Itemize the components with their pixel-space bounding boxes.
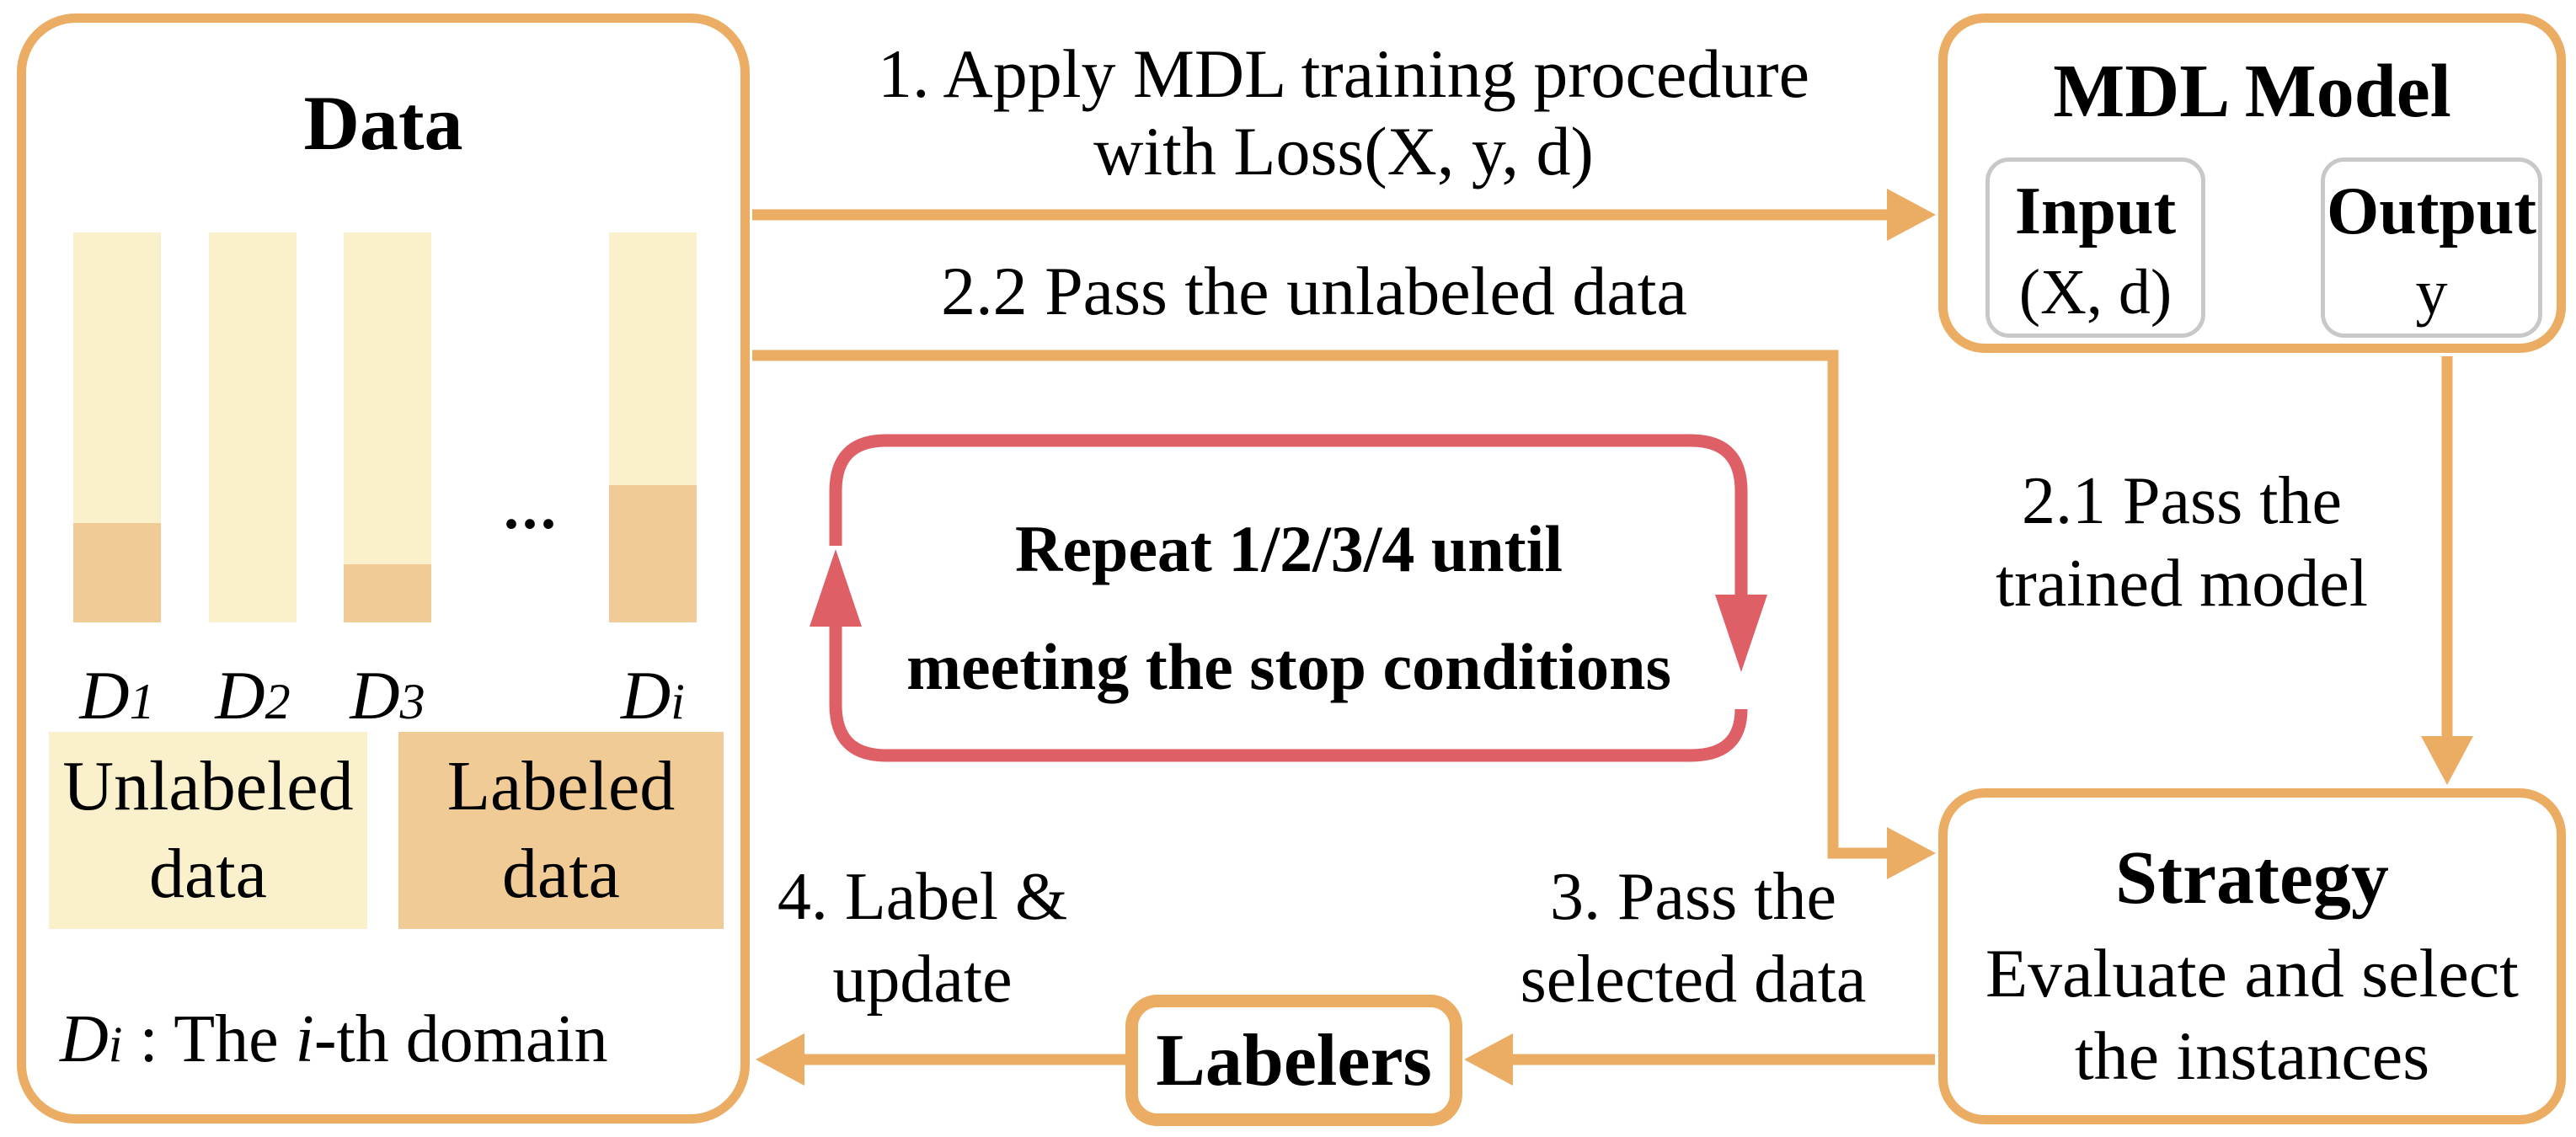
- mdl-model-box: MDL Model Input (X, d) Output y: [1938, 13, 2566, 353]
- loop-upper-path: [829, 434, 1748, 596]
- legend-labeled-line1: Labeled: [446, 747, 676, 825]
- legend-labeled-data: Labeled data: [398, 732, 724, 929]
- step21-line2: trained model: [1995, 547, 2369, 621]
- loop-text-line1: Repeat 1/2/3/4 until: [1014, 512, 1563, 585]
- step4-label: 4. Label & update: [775, 856, 1070, 1021]
- bar-label-d3-letter: D: [350, 657, 400, 734]
- bar-label-d3-index: 3: [399, 674, 425, 729]
- domain-bar-3: [344, 232, 431, 622]
- step22-label: 2.2 Pass the unlabeled data: [941, 253, 1687, 329]
- step1-label: 1. Apply MDL training procedure with Los…: [842, 35, 1845, 190]
- caption-tail-text: -th domain: [313, 1002, 608, 1076]
- arrowhead-step1: [1887, 189, 1936, 241]
- data-box-title: Data: [303, 80, 463, 166]
- arrow-step22-line: [752, 350, 1889, 859]
- loop-down-arrowhead: [1715, 595, 1767, 672]
- model-input-box: Input (X, d): [1985, 157, 2205, 338]
- strategy-description-line2: the instances: [2074, 1017, 2430, 1094]
- data-box: Data ... D1 D2 D3 Di Unlabeled data Labe…: [17, 13, 750, 1124]
- bar-label-di-letter: D: [621, 657, 671, 734]
- caption-i-italic: i: [295, 1002, 314, 1076]
- repeat-loop-text: Repeat 1/2/3/4 until meeting the stop co…: [868, 490, 1710, 726]
- arrowhead-step21: [2421, 736, 2473, 785]
- step1-line1: 1. Apply MDL training procedure: [878, 35, 1809, 112]
- labelers-box: Labelers: [1125, 995, 1462, 1126]
- orange-arrows: [752, 209, 2453, 1065]
- labelers-title: Labelers: [1156, 1019, 1432, 1102]
- arrowhead-step3: [1464, 1033, 1513, 1086]
- orange-arrowheads: [756, 189, 2473, 1086]
- model-output-box: Output y: [2321, 157, 2542, 338]
- output-label: Output: [2327, 174, 2536, 248]
- arrowhead-step22: [1887, 827, 1936, 879]
- step1-line2: with Loss(X, y, d): [1093, 113, 1594, 190]
- domain-bar-i: [609, 232, 697, 622]
- domain-bar-2: [209, 232, 297, 622]
- domain-bar-3-labeled-segment: [344, 564, 431, 622]
- bar-label-di: Di: [594, 656, 712, 735]
- mdl-model-title: MDL Model: [2053, 50, 2451, 133]
- step4-line2: update: [832, 942, 1013, 1017]
- domain-bar-i-labeled-segment: [609, 485, 697, 622]
- domain-caption: Di : The i-th domain: [60, 1001, 649, 1078]
- legend-labeled-label: Labeled data: [447, 743, 676, 918]
- step21-line1: 2.1 Pass the: [2022, 464, 2342, 538]
- caption-d-index: i: [108, 1017, 123, 1072]
- caption-mid-text: : The: [122, 1002, 296, 1076]
- output-variable: y: [2415, 257, 2448, 328]
- loop-up-arrowhead: [810, 549, 862, 627]
- strategy-box: Strategy Evaluate and select the instanc…: [1938, 788, 2566, 1124]
- bar-label-d1-index: 1: [129, 674, 155, 729]
- legend-unlabeled-label: Unlabeled data: [62, 743, 353, 918]
- step21-label: 2.1 Pass the trained model: [1954, 460, 2409, 625]
- loop-text-line2: meeting the stop conditions: [906, 630, 1671, 703]
- domain-bar-1-labeled-segment: [73, 523, 161, 622]
- step3-line1: 3. Pass the: [1550, 860, 1836, 934]
- step4-line1: 4. Label &: [777, 860, 1068, 934]
- domain-bar-1: [73, 232, 161, 622]
- legend-unlabeled-data: Unlabeled data: [49, 732, 367, 929]
- bar-label-di-index: i: [671, 674, 685, 729]
- step3-line2: selected data: [1520, 942, 1867, 1017]
- step3-label: 3. Pass the selected data: [1508, 856, 1879, 1021]
- input-variables: (X, d): [2018, 257, 2172, 328]
- bar-label-d1-letter: D: [79, 657, 130, 734]
- repeat-loop: [810, 434, 1767, 762]
- bars-ellipsis: ...: [504, 474, 559, 542]
- arrowhead-step4: [756, 1033, 804, 1086]
- legend-unlabeled-line1: Unlabeled: [62, 747, 354, 825]
- strategy-title: Strategy: [2115, 836, 2389, 920]
- caption-d-letter: D: [60, 1002, 109, 1076]
- bar-label-d2-index: 2: [265, 674, 291, 729]
- legend-labeled-line2: data: [502, 835, 620, 913]
- strategy-description-line1: Evaluate and select: [1985, 935, 2519, 1012]
- bar-label-d3: D3: [329, 656, 446, 735]
- bar-label-d2: D2: [194, 656, 312, 735]
- bar-label-d1: D1: [58, 656, 176, 735]
- loop-lower-path: [829, 625, 1748, 762]
- bar-label-d2-letter: D: [215, 657, 265, 734]
- input-label: Input: [2014, 174, 2177, 248]
- legend-unlabeled-line2: data: [149, 835, 267, 913]
